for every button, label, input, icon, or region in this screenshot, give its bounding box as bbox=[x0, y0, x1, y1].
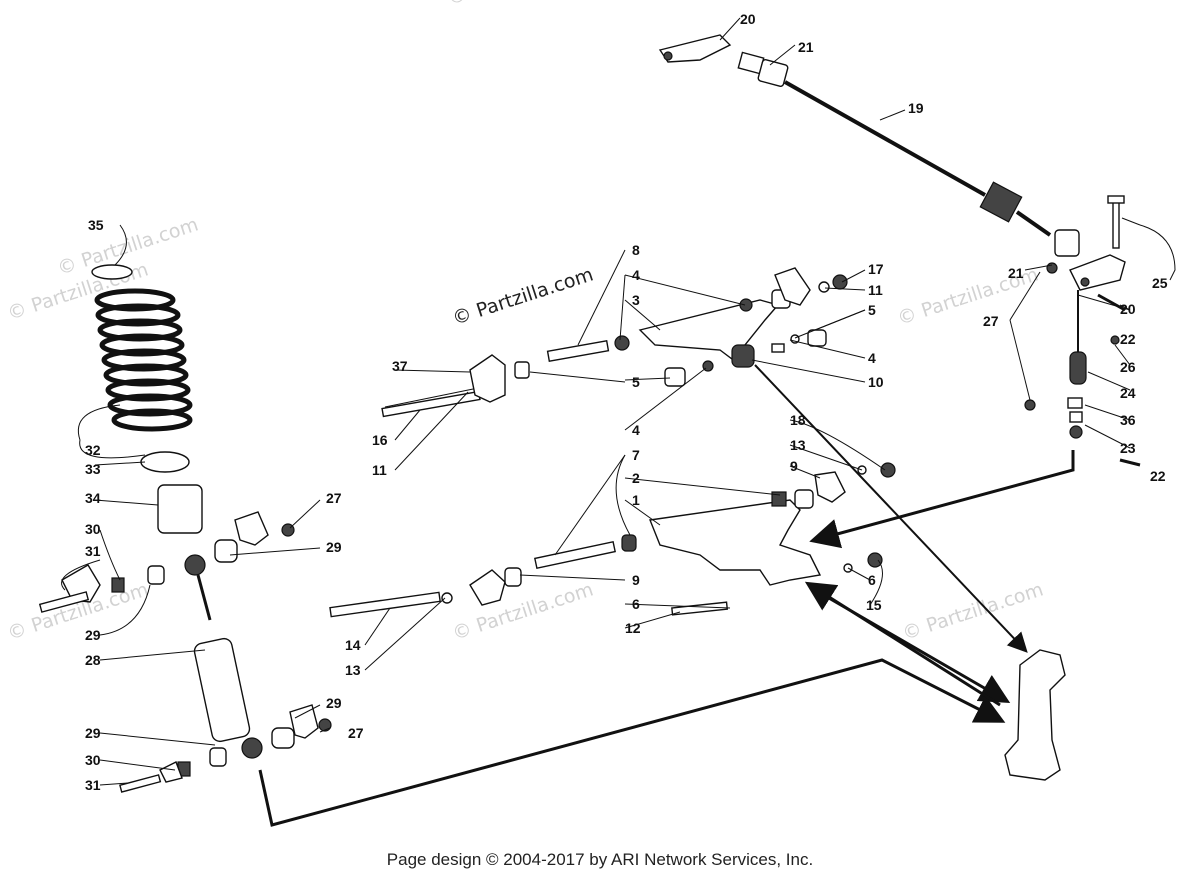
callout-4: 4 bbox=[868, 350, 876, 366]
callout-9: 9 bbox=[632, 572, 640, 588]
callout-26: 26 bbox=[1120, 359, 1136, 375]
callout-22: 22 bbox=[1150, 468, 1166, 484]
callout-17: 17 bbox=[868, 261, 884, 277]
lower-a-arm bbox=[329, 462, 896, 618]
callout-25: 25 bbox=[1152, 275, 1168, 291]
tie-rod-assembly bbox=[658, 34, 1126, 291]
callout-4: 4 bbox=[632, 422, 640, 438]
callout-11: 11 bbox=[372, 462, 387, 478]
callout-6: 6 bbox=[632, 596, 640, 612]
callout-21: 21 bbox=[798, 39, 814, 55]
watermark: © Partzilla.com bbox=[445, 0, 591, 10]
callout-7: 7 bbox=[632, 447, 640, 463]
callout-29: 29 bbox=[326, 539, 342, 555]
watermark-main: © Partzilla.com bbox=[450, 264, 596, 330]
callout-1: 1 bbox=[632, 492, 640, 508]
callout-11: 11 bbox=[868, 282, 883, 298]
callout-22: 22 bbox=[1120, 331, 1136, 347]
leader-lines bbox=[61, 17, 1176, 786]
callout-9: 9 bbox=[790, 458, 798, 474]
callout-3: 3 bbox=[632, 292, 640, 308]
callout-16: 16 bbox=[372, 432, 388, 448]
callout-30: 30 bbox=[85, 521, 101, 537]
callout-33: 33 bbox=[85, 461, 101, 477]
callout-27: 27 bbox=[983, 313, 999, 329]
callout-29: 29 bbox=[326, 695, 342, 711]
callout-30: 30 bbox=[85, 752, 101, 768]
callout-14: 14 bbox=[345, 637, 361, 653]
callout-6: 6 bbox=[868, 572, 876, 588]
upper-a-arm bbox=[381, 267, 848, 418]
callout-15: 15 bbox=[866, 597, 882, 613]
shock-absorber-assembly bbox=[38, 264, 332, 793]
callout-31: 31 bbox=[85, 777, 101, 793]
callout-13: 13 bbox=[345, 662, 361, 678]
callout-37: 37 bbox=[392, 358, 408, 374]
callout-24: 24 bbox=[1120, 385, 1136, 401]
callout-13: 13 bbox=[790, 437, 806, 453]
callout-5: 5 bbox=[632, 374, 640, 390]
callout-5: 5 bbox=[868, 302, 876, 318]
callout-27: 27 bbox=[348, 725, 364, 741]
callout-19: 19 bbox=[908, 100, 924, 116]
watermark: © Partzilla.com bbox=[900, 579, 1046, 645]
callout-31: 31 bbox=[85, 543, 101, 559]
callout-20: 20 bbox=[1120, 301, 1136, 317]
callout-20: 20 bbox=[740, 11, 756, 27]
page-footer: Page design © 2004-2017 by ARI Network S… bbox=[386, 850, 814, 869]
steering-knuckle bbox=[1004, 649, 1066, 781]
callout-18: 18 bbox=[790, 412, 806, 428]
callout-21: 21 bbox=[1008, 265, 1024, 281]
callout-35: 35 bbox=[88, 217, 104, 233]
assembly-lines bbox=[258, 364, 1075, 827]
callout-27: 27 bbox=[326, 490, 342, 506]
callout-32: 32 bbox=[85, 442, 101, 458]
callout-28: 28 bbox=[85, 652, 101, 668]
callout-23: 23 bbox=[1120, 440, 1136, 456]
callout-8: 8 bbox=[632, 242, 640, 258]
callout-4: 4 bbox=[632, 267, 640, 283]
callout-29: 29 bbox=[85, 725, 101, 741]
callouts: 20 21 19 25 21 20 27 22 26 24 36 23 22 3… bbox=[85, 11, 1168, 793]
callout-34: 34 bbox=[85, 490, 101, 506]
callout-36: 36 bbox=[1120, 412, 1136, 428]
callout-29: 29 bbox=[85, 627, 101, 643]
callout-12: 12 bbox=[625, 620, 641, 636]
callout-2: 2 bbox=[632, 470, 640, 486]
callout-10: 10 bbox=[868, 374, 884, 390]
